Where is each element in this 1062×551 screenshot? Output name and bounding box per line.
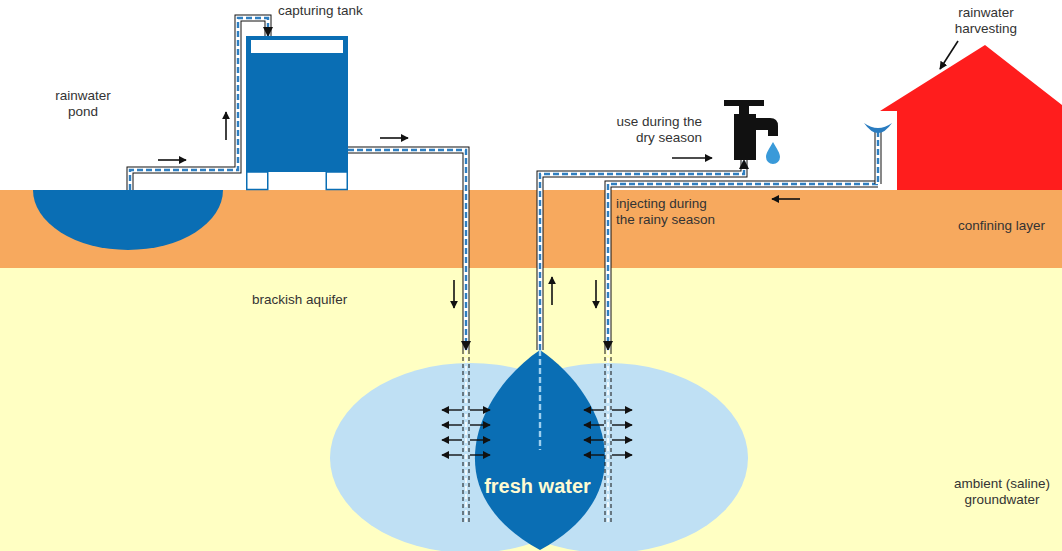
infiltration-arrow	[584, 454, 604, 455]
house: rainwater harvesting	[878, 45, 1062, 190]
rainwater-pond-outline	[33, 190, 223, 250]
edge-label-slot: injecting during the rainy season	[616, 196, 724, 228]
gutter	[864, 123, 892, 133]
water-drop	[766, 142, 780, 164]
flow-arrow	[453, 280, 455, 308]
pipe-outline	[875, 131, 882, 184]
groundwater-label: ambient (saline) groundwater	[950, 476, 1054, 508]
infiltration-arrow	[584, 439, 604, 440]
text-slot: brackish aquifer	[252, 292, 347, 308]
flow-arrow	[225, 112, 227, 140]
flow-arrow	[158, 159, 186, 161]
infiltration-arrow	[470, 409, 490, 410]
infiltration-arrow	[442, 454, 462, 455]
infiltration-arrow	[470, 424, 490, 425]
aquifer-label: brackish aquifer	[252, 292, 347, 308]
infiltration-arrow	[584, 424, 604, 425]
pipe-inner	[876, 131, 881, 184]
fresh-water-lens: fresh water	[450, 350, 625, 550]
water-tap-outline	[722, 100, 778, 160]
flow-arrow	[672, 157, 712, 159]
flow-arrow	[551, 277, 553, 305]
tank-body	[246, 36, 348, 172]
text-slot: fresh water	[450, 474, 625, 498]
well-screen	[611, 350, 612, 522]
well-screen	[469, 350, 470, 522]
infiltration-arrow	[584, 409, 604, 410]
pipe-connector	[540, 160, 744, 350]
house-shape	[880, 45, 1062, 190]
pipe-connector	[608, 184, 878, 350]
sky	[0, 0, 1062, 190]
well-screen	[605, 350, 606, 522]
text-slot: confining layer	[958, 218, 1045, 234]
brackish-aquifer: brackish aquifer ambient (saline) groundw…	[0, 268, 1062, 551]
aquifer-band	[0, 268, 1062, 551]
text-slot: rainwater pond	[43, 88, 123, 120]
tap-spout	[752, 118, 778, 136]
flow-arrow	[380, 137, 408, 139]
house-outline	[878, 45, 1062, 190]
downpipe	[878, 131, 879, 184]
lens-shape	[475, 350, 605, 550]
pipe-connector	[348, 150, 466, 350]
water-tap: use during the dry season	[722, 100, 778, 160]
tank-leg	[247, 172, 268, 190]
infiltration-arrow	[612, 424, 632, 425]
layer-label: confining layer	[958, 218, 1045, 234]
pipe-outline	[540, 160, 744, 350]
pond-water	[33, 190, 223, 250]
pipe-flow	[877, 131, 879, 184]
tank-headspace	[251, 40, 343, 53]
infiltration-arrow	[442, 439, 462, 440]
rainwater-pond: rainwater pond	[33, 190, 223, 250]
capturing-tank: capturing tank	[246, 36, 348, 190]
pond-label: rainwater pond	[43, 88, 123, 120]
pipe-flow	[540, 160, 744, 350]
pipe-flow	[348, 150, 466, 350]
text-slot: use during the dry season	[610, 114, 702, 146]
infiltration-arrow	[470, 439, 490, 440]
well-screen	[465, 350, 467, 522]
pipe-inner	[348, 150, 466, 350]
fresh-water-lens-outline	[450, 350, 625, 550]
tank-label: capturing tank	[278, 3, 363, 19]
text-slot: capturing tank	[278, 3, 363, 19]
infiltration-arrow	[612, 409, 632, 410]
extraction-screen	[539, 350, 541, 450]
infiltration-arrow	[470, 454, 490, 455]
pipe-outline	[348, 150, 466, 350]
confining-layer-band	[0, 190, 1062, 268]
well-screen	[463, 350, 464, 522]
tank-leg	[326, 172, 347, 190]
flow-arrow	[772, 198, 800, 200]
capturing-tank-outline	[246, 36, 348, 190]
pipe-inner	[608, 184, 878, 350]
text-slot: ambient (saline) groundwater	[950, 476, 1054, 508]
pipe-flow	[608, 184, 878, 350]
edge-label: injecting during the rainy season	[616, 196, 724, 228]
well-screen	[607, 350, 609, 522]
infiltration-arrow	[442, 409, 462, 410]
pipe-outline	[608, 184, 878, 350]
house-label: rainwater harvesting	[944, 5, 1028, 37]
confining-layer: confining layer	[0, 190, 1062, 268]
text-slot: rainwater harvesting	[944, 5, 1028, 37]
lens-label: fresh water	[450, 474, 625, 498]
infiltration-arrow	[612, 454, 632, 455]
tap-label: use during the dry season	[610, 114, 702, 146]
pipe-inner	[540, 160, 744, 350]
flow-arrow	[595, 280, 597, 308]
infiltration-arrow	[612, 439, 632, 440]
infiltration-arrow	[442, 424, 462, 425]
